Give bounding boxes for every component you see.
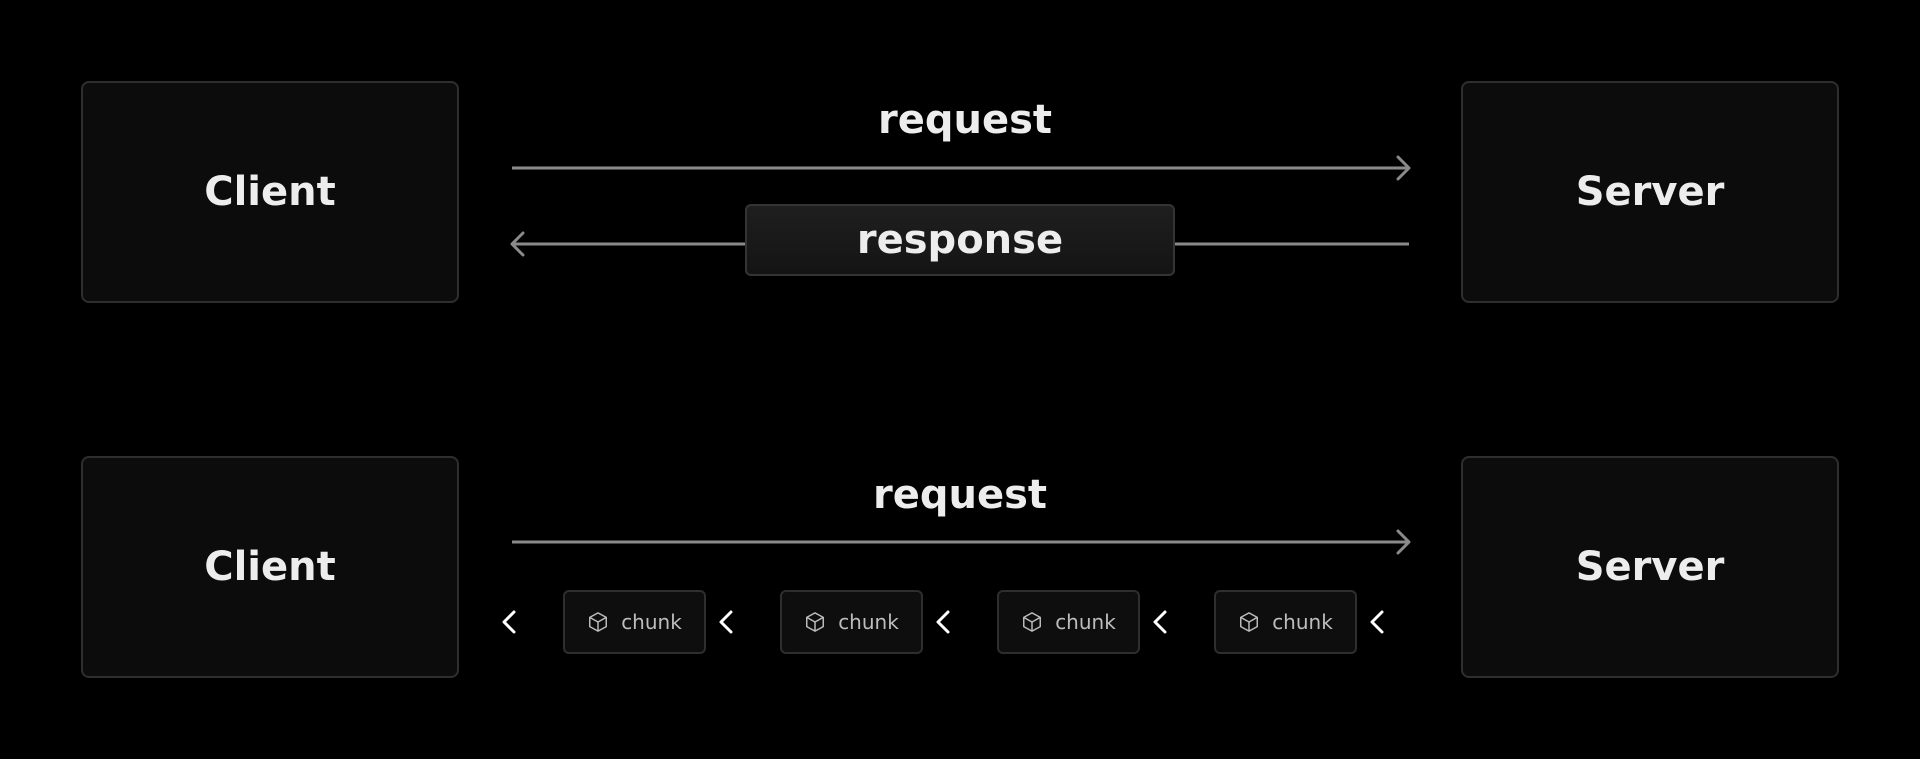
top-request-label: request [877, 97, 1053, 143]
top-response-pill: response [745, 204, 1175, 276]
chunk-label: chunk [838, 610, 899, 634]
bottom-request-label: request [872, 472, 1048, 518]
top-client-label: Client [204, 169, 336, 215]
stream-arrow [1153, 610, 1195, 634]
stream-arrow [1370, 610, 1412, 634]
top-server-box: Server [1461, 81, 1839, 303]
bottom-server-label: Server [1575, 544, 1725, 590]
top-server-label: Server [1575, 169, 1725, 215]
top-response-label: response [856, 217, 1064, 263]
top-client-box: Client [81, 81, 459, 303]
top-request-arrow [512, 155, 1411, 181]
stream-arrow [719, 610, 761, 634]
cube-icon [1240, 612, 1259, 632]
chunk-box: chunk [563, 590, 706, 654]
chunk-label: chunk [1055, 610, 1116, 634]
cube-icon [1023, 612, 1042, 632]
chunk-box: chunk [997, 590, 1140, 654]
stream-arrow [936, 610, 978, 634]
bottom-client-box: Client [81, 456, 459, 678]
chunk-box: chunk [1214, 590, 1357, 654]
bottom-client-label: Client [204, 544, 336, 590]
cube-icon [806, 612, 825, 632]
bottom-server-box: Server [1461, 456, 1839, 678]
cube-icon [589, 612, 608, 632]
bottom-request-arrow [512, 529, 1411, 555]
chunk-label: chunk [1272, 610, 1333, 634]
stream-arrow [502, 610, 544, 634]
chunk-box: chunk [780, 590, 923, 654]
chunk-label: chunk [621, 610, 682, 634]
